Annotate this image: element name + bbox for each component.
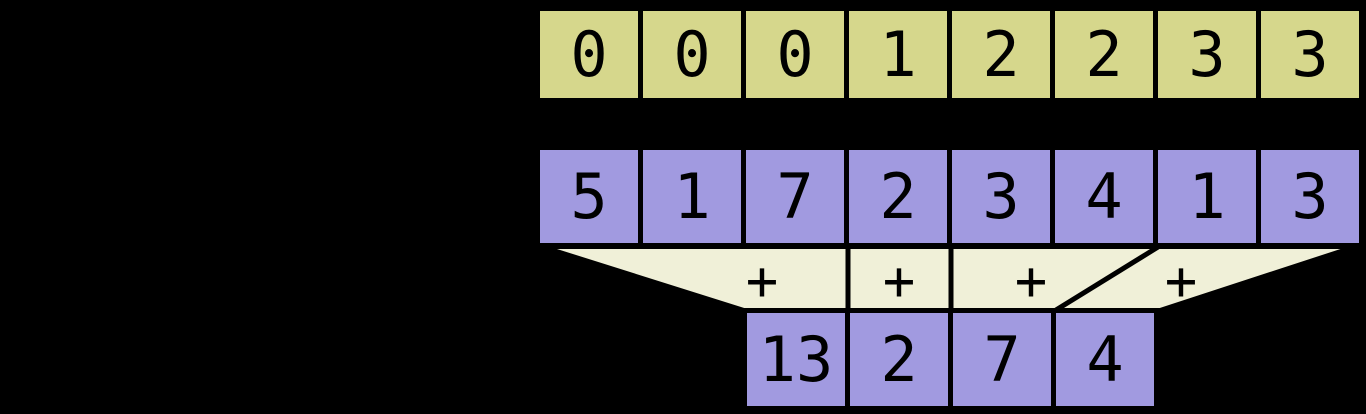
values-cell: 4: [1050, 145, 1158, 248]
keys-cell: 0: [535, 6, 643, 103]
values-cell: 2: [844, 145, 952, 248]
output-row: 13 2 7 4: [742, 308, 1159, 411]
segment-divider-diagonal: [1054, 244, 1160, 313]
values-cell: 1: [638, 145, 746, 248]
keys-cell: 2: [947, 6, 1055, 103]
keys-cell: 1: [844, 6, 952, 103]
output-cell: 4: [1051, 308, 1159, 411]
values-row: 5 1 7 2 3 4 1 3: [535, 145, 1364, 248]
output-cell: 13: [742, 308, 850, 411]
values-cell: 3: [1256, 145, 1364, 248]
values-cell: 1: [1153, 145, 1261, 248]
plus-operator: +: [883, 250, 916, 313]
keys-cell: 3: [1256, 6, 1364, 103]
values-cell: 3: [947, 145, 1055, 248]
keys-cell: 0: [741, 6, 849, 103]
keys-row: 0 0 0 1 2 2 3 3: [535, 6, 1364, 103]
output-cell: 2: [845, 308, 953, 411]
keys-cell: 0: [638, 6, 746, 103]
keys-cell: 3: [1153, 6, 1261, 103]
plus-operator: +: [746, 250, 779, 313]
plus-operator: +: [1015, 250, 1048, 313]
values-cell: 5: [535, 145, 643, 248]
values-cell: 7: [741, 145, 849, 248]
output-cell: 7: [948, 308, 1056, 411]
plus-operator: +: [1165, 250, 1198, 313]
keys-cell: 2: [1050, 6, 1158, 103]
